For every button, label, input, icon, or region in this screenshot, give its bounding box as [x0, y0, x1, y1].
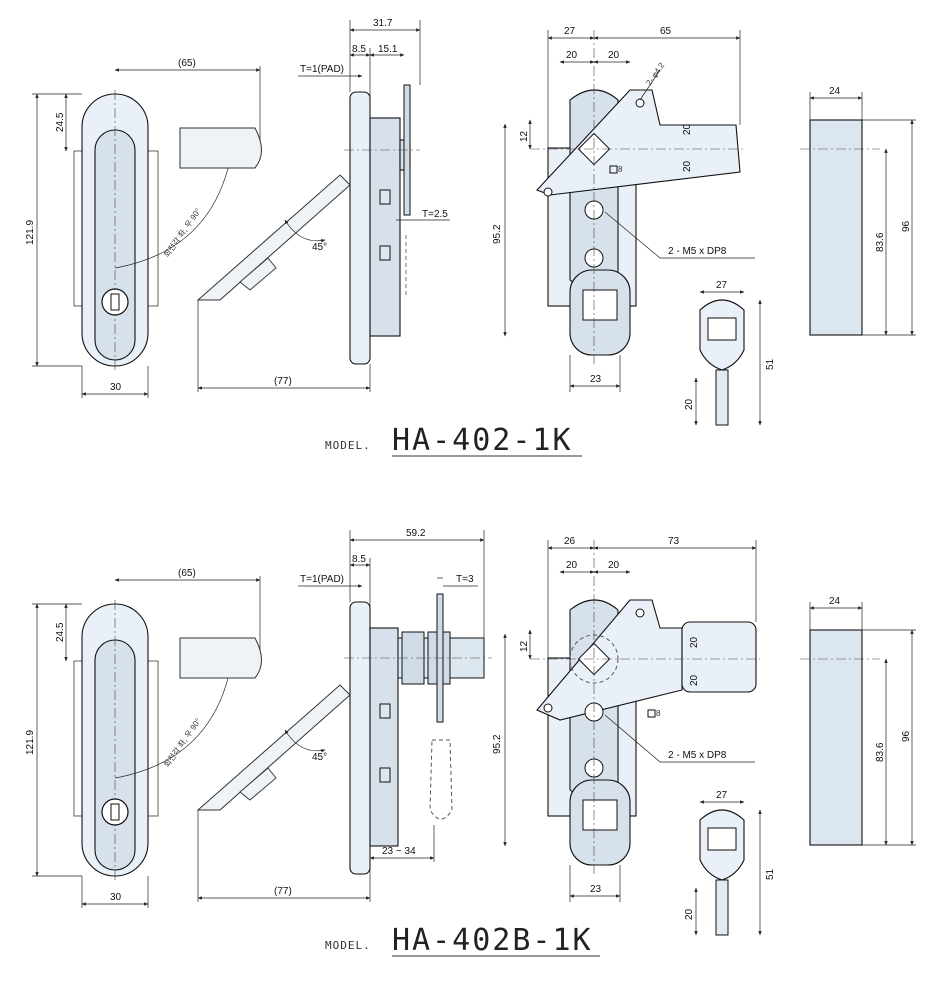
dim-pad: T=1(PAD) [300, 64, 344, 75]
key-blade [715, 369, 729, 426]
dim-cut836: 83.6 [875, 742, 886, 762]
model-name: HA-402B-1K [392, 923, 593, 958]
model-prefix: MODEL. [325, 439, 371, 452]
dim-key20: 20 [684, 398, 695, 410]
dim-angle: 45° [312, 752, 327, 763]
keyhole-icon [110, 803, 120, 821]
dim-v20b: 20 [689, 674, 700, 686]
dim-d12: 12 [519, 130, 530, 142]
front-view-2: 121.9 24.5 30 (65) 회전각 좌, 우 90° [25, 568, 262, 908]
rotation-note: 회전각 좌, 우 90° [161, 716, 202, 769]
cam-arm [536, 89, 741, 196]
dim-front-top: 24.5 [55, 112, 66, 132]
dim-key20: 20 [684, 908, 695, 920]
rear-view-2: 26 73 20 20 12 20 20 8 95.2 2 - M5 x DP8… [492, 536, 760, 902]
model-prefix: MODEL. [325, 939, 371, 952]
callout-screw: 2 - M5 x DP8 [668, 750, 727, 761]
dim-reach: (77) [274, 886, 292, 897]
dim-v20b: 20 [682, 160, 693, 172]
dim-c20a: 20 [566, 50, 578, 61]
dim-sq8: 8 [656, 709, 661, 718]
dim-cut836: 83.6 [875, 232, 886, 252]
dim-front-height: 121.9 [25, 220, 36, 245]
callout-screw: 2 - M5 x DP8 [668, 246, 727, 257]
dim-top-right: 65 [660, 26, 672, 37]
cutout-view-1: 24 83.6 96 [800, 86, 916, 336]
front-view-1: 121.9 24.5 30 (65) 회전각 좌, 우 90° [25, 58, 262, 398]
dim-cut96: 96 [901, 220, 912, 232]
dim-swing: (65) [178, 568, 196, 579]
dim-thick: T=3 [456, 574, 474, 585]
dim-h952: 95.2 [492, 734, 503, 754]
cam-arm [536, 599, 683, 721]
dim-cut96: 96 [901, 730, 912, 742]
dim-side-depth: 59.2 [406, 528, 426, 539]
cutout-block [809, 119, 863, 336]
keyhole-icon [110, 293, 120, 311]
dim-top-right: 73 [668, 536, 680, 547]
cutout-view-2: 24 83.6 96 [800, 596, 916, 846]
key-blade [715, 879, 729, 936]
dim-reach: (77) [274, 376, 292, 387]
model-name: HA-402-1K [392, 423, 573, 458]
dim-h952: 95.2 [492, 224, 503, 244]
side-handle [349, 601, 371, 875]
dim-key51: 51 [765, 358, 776, 370]
side-view-2: 45° 59.2 8.5 T=1(PAD) T=3 23 ~ 34 (77) [196, 528, 492, 902]
dim-cut24: 24 [829, 86, 841, 97]
rear-view-1: 27 65 20 20 2- φ4.2 12 20 20 8 95.2 2 - … [492, 26, 755, 392]
dim-angle: 45° [312, 242, 327, 253]
drawing-ha-402-1k: 121.9 24.5 30 (65) 회전각 좌, 우 90° [25, 18, 916, 458]
key-view-2: 27 51 20 [684, 790, 776, 936]
dim-top-left: 26 [564, 536, 576, 547]
dim-hole: 2- φ4.2 [644, 61, 666, 88]
dim-key27: 27 [716, 790, 728, 801]
dim-side-depth: 31.7 [373, 18, 393, 29]
dim-d12: 12 [519, 640, 530, 652]
dim-c20b: 20 [608, 560, 620, 571]
dim-c20b: 20 [608, 50, 620, 61]
dim-cut24: 24 [829, 596, 841, 607]
dim-range: 23 ~ 34 [382, 846, 416, 857]
side-housing [369, 117, 401, 337]
dim-pad: T=1(PAD) [300, 574, 344, 585]
dim-bottom23: 23 [590, 374, 602, 385]
dim-swing: (65) [178, 58, 196, 69]
dim-sq8: 8 [618, 165, 623, 174]
dim-bottom23: 23 [590, 884, 602, 895]
dim-v20a: 20 [682, 123, 693, 135]
cam-tongue [681, 621, 757, 693]
dim-front-height: 121.9 [25, 730, 36, 755]
side-view-1: 45° 31.7 8.5 15.1 T=1(PAD) T=2.5 (77) [196, 18, 450, 392]
cutout-block [809, 629, 863, 846]
side-handle [349, 91, 371, 365]
dim-side-b: 15.1 [378, 44, 398, 55]
dim-key51: 51 [765, 868, 776, 880]
dim-front-top: 24.5 [55, 622, 66, 642]
dim-front-width: 30 [110, 382, 122, 393]
dim-side-a: 8.5 [352, 44, 366, 55]
dim-c20a: 20 [566, 560, 578, 571]
dim-top-left: 27 [564, 26, 576, 37]
dim-side-a: 8.5 [352, 554, 366, 565]
rotation-note: 회전각 좌, 우 90° [161, 206, 202, 259]
drawing-ha-402b-1k: 121.9 24.5 30 (65) 회전각 좌, 우 90° [25, 528, 916, 958]
dim-key27: 27 [716, 280, 728, 291]
dim-front-width: 30 [110, 892, 122, 903]
dim-v20a: 20 [689, 636, 700, 648]
key-view-1: 27 51 20 [684, 280, 776, 426]
side-housing [369, 627, 399, 847]
dim-thick: T=2.5 [422, 209, 448, 220]
